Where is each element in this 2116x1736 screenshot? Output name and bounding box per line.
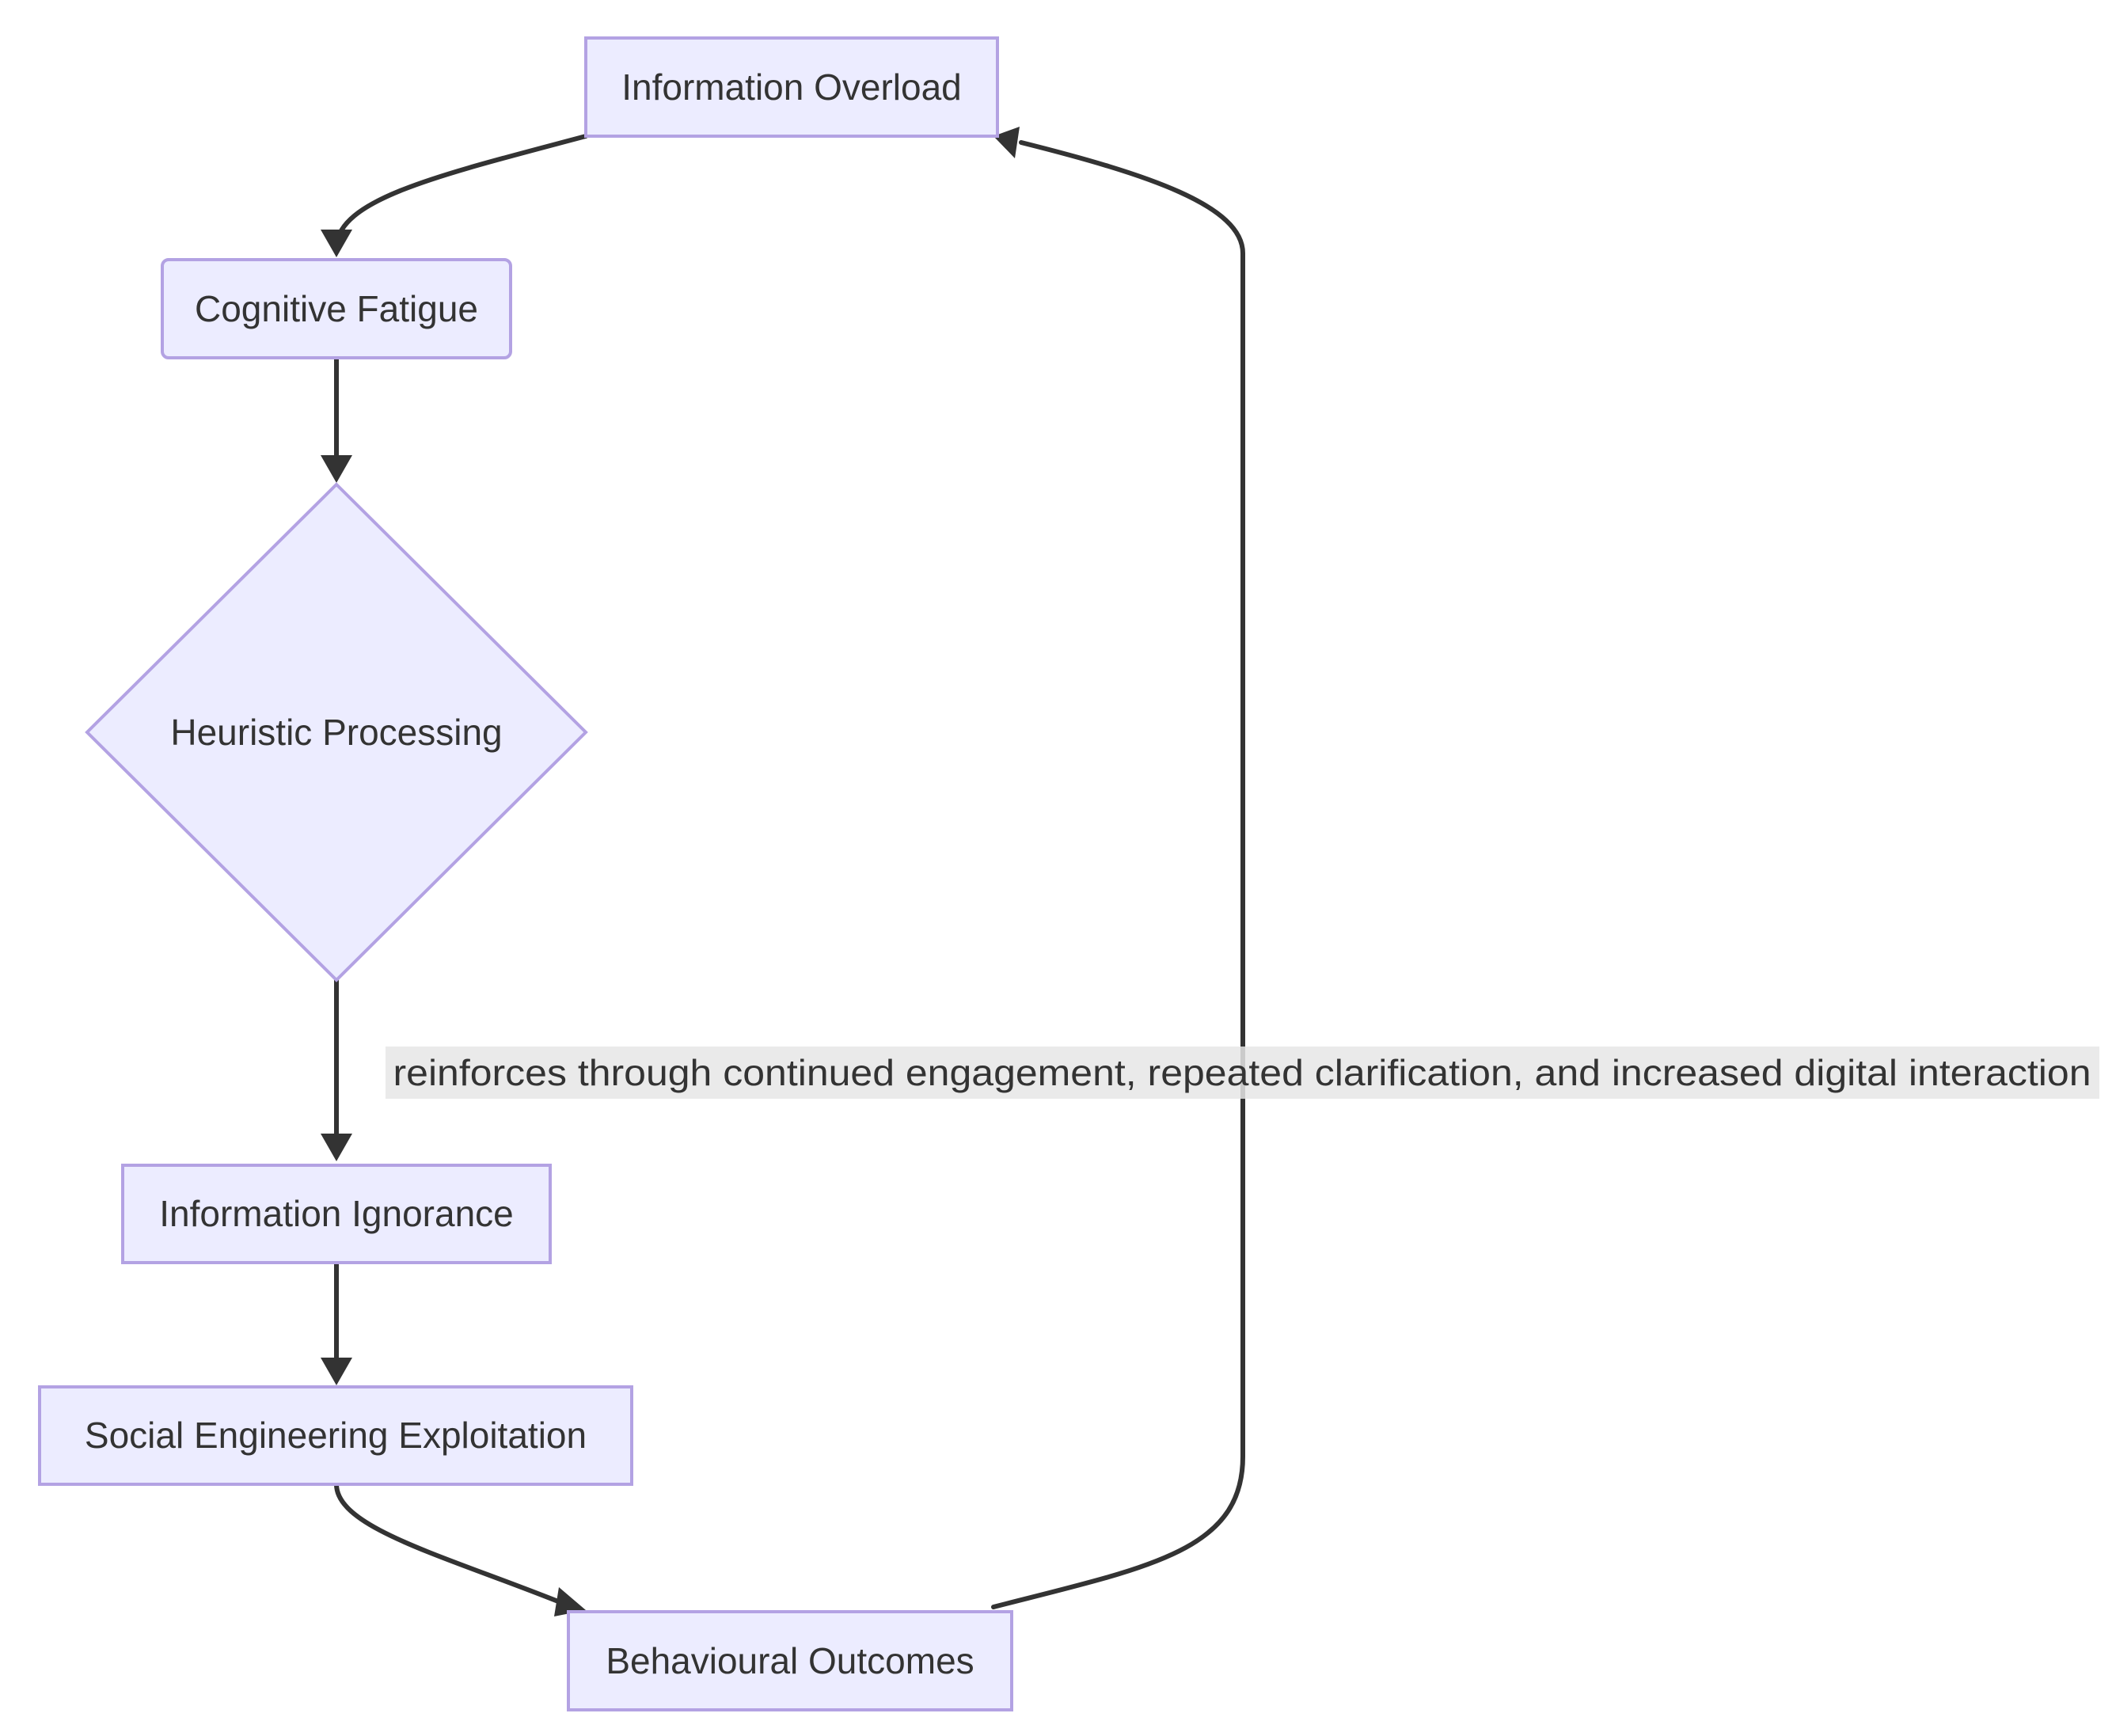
arrowhead-social <box>321 1358 352 1385</box>
node-behavioural-outcomes: Behavioural Outcomes <box>567 1610 1013 1711</box>
edge-label-text: reinforces through continued engagement,… <box>393 1052 2091 1093</box>
edge-label-background <box>386 1047 2099 1099</box>
node-box <box>161 258 512 359</box>
edges <box>321 127 1245 1616</box>
edge-overload-to-fatigue <box>334 134 588 248</box>
node-heuristic-processing: Heuristic Processing <box>85 482 588 982</box>
node-box <box>121 1164 552 1264</box>
node-box <box>38 1385 633 1486</box>
node-label: Cognitive Fatigue <box>195 288 478 329</box>
node-label: Information Overload <box>621 66 962 108</box>
arrowhead-fatigue <box>321 230 352 257</box>
node-label: Social Engineering Exploitation <box>85 1415 587 1456</box>
node-information-overload: Information Overload <box>584 36 999 138</box>
arrowhead-heuristic <box>321 455 352 483</box>
node-information-ignorance: Information Ignorance <box>121 1164 552 1264</box>
edge-label-reinforces: reinforces through continued engagement,… <box>386 1047 2099 1099</box>
node-cognitive-fatigue: Cognitive Fatigue <box>161 258 512 359</box>
node-label: Behavioural Outcomes <box>606 1640 974 1681</box>
edge-social-to-behavioural <box>334 1482 564 1605</box>
arrowhead-behavioural <box>554 1587 586 1616</box>
node-social-engineering-exploitation: Social Engineering Exploitation <box>38 1385 633 1486</box>
node-box <box>584 36 999 138</box>
node-label: Heuristic Processing <box>170 712 502 753</box>
edge-behavioural-to-overload <box>991 140 1245 1609</box>
arrowhead-ignorance <box>321 1134 352 1161</box>
node-label: Information Ignorance <box>159 1193 514 1234</box>
decision-diamond <box>85 482 588 982</box>
arrowhead-overload <box>993 127 1020 158</box>
node-box <box>567 1610 1013 1711</box>
